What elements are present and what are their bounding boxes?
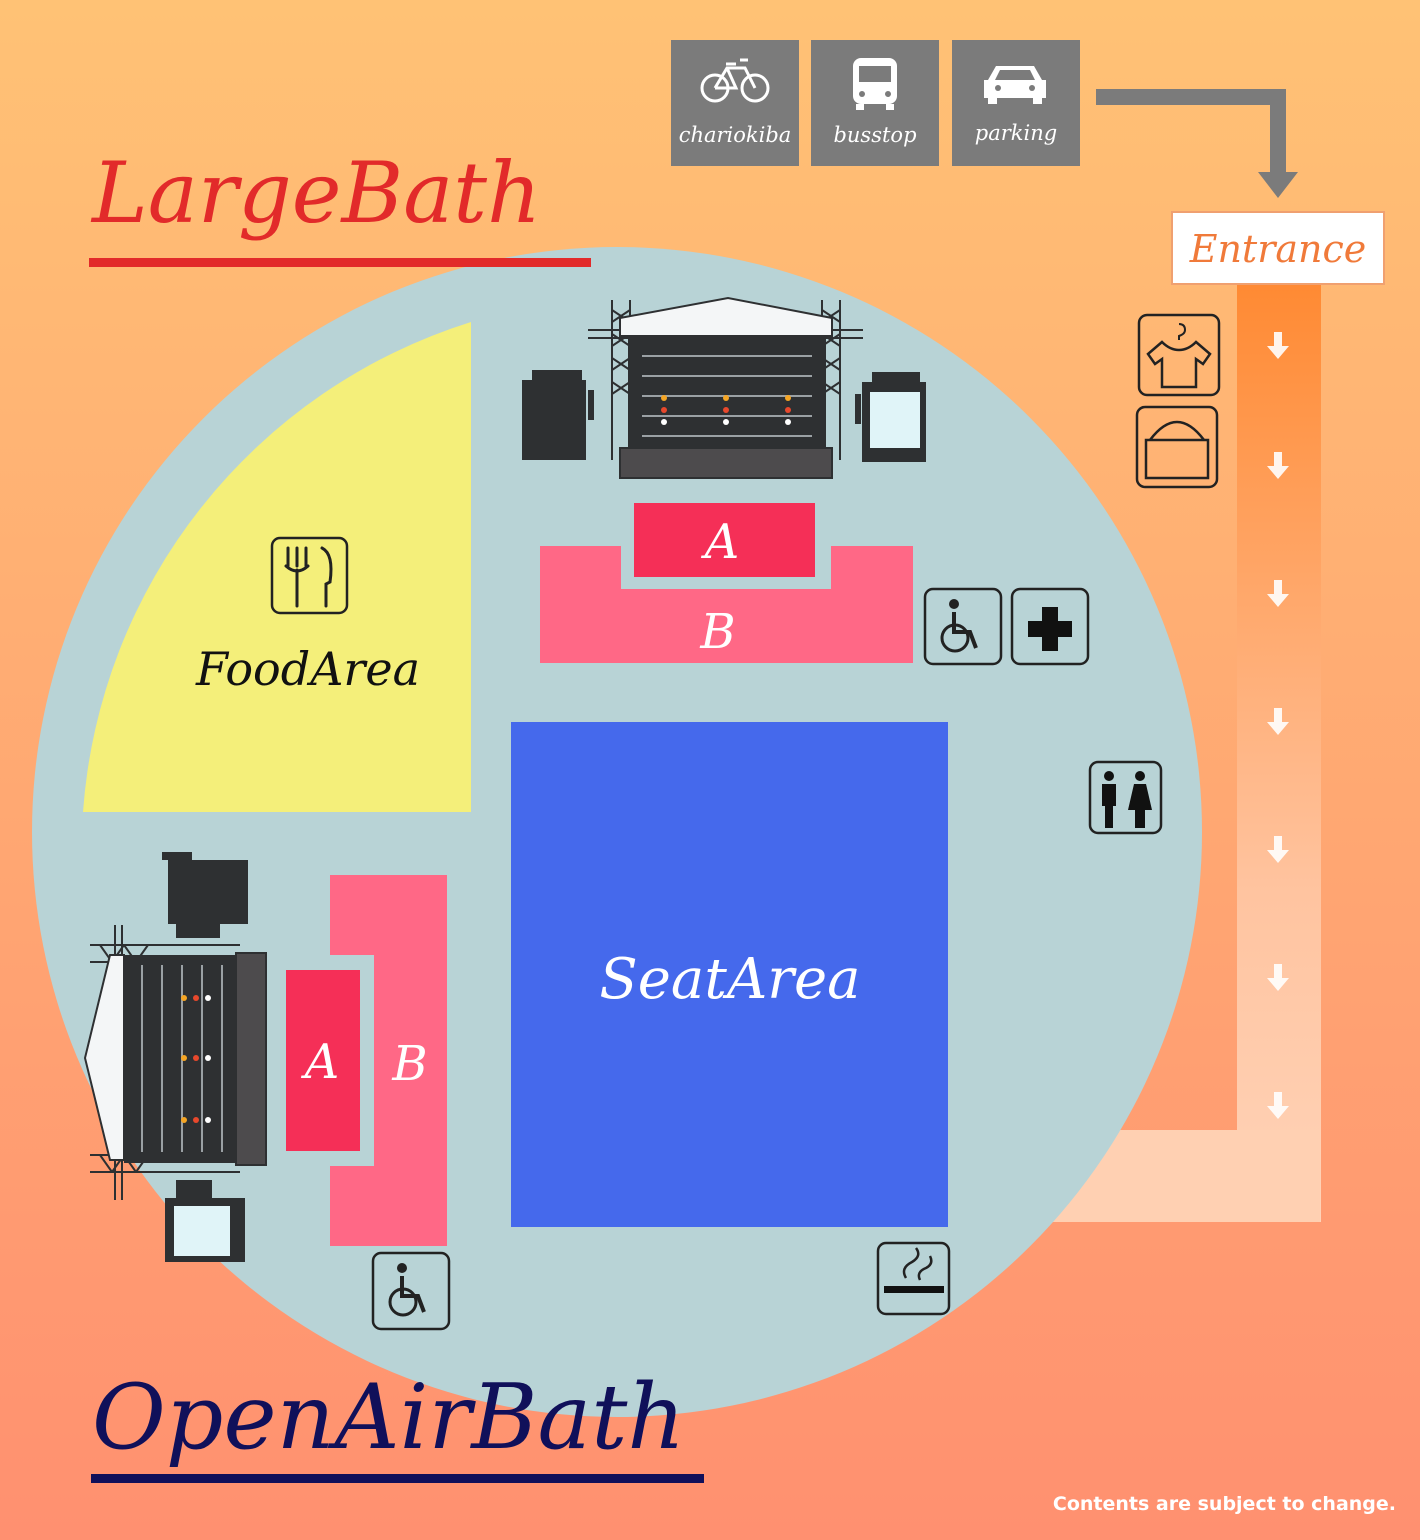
entrance-direction-arrow bbox=[1096, 89, 1298, 198]
transport-parking[interactable]: parking bbox=[952, 40, 1080, 166]
seat-area[interactable] bbox=[511, 722, 948, 1227]
large-bath-title: LargeBath bbox=[90, 144, 541, 242]
transport-bus[interactable]: busstop bbox=[811, 40, 939, 166]
car-icon bbox=[984, 66, 1046, 104]
cloakroom-icon bbox=[1137, 313, 1221, 397]
entrance-label: Entrance bbox=[1189, 227, 1367, 271]
restroom-icon bbox=[1088, 760, 1163, 835]
large-bath-stage bbox=[522, 296, 926, 479]
transport-bicycle-label: chariokiba bbox=[679, 123, 792, 147]
open-air-zone-a-label: A bbox=[301, 1034, 340, 1090]
wheelchair-icon-open-air bbox=[371, 1251, 451, 1331]
transport-bus-label: busstop bbox=[833, 123, 916, 147]
food-area[interactable] bbox=[83, 322, 471, 812]
open-air-bath-title: OpenAirBath bbox=[92, 1365, 685, 1470]
notice: Contents are subject to change. bbox=[1053, 1493, 1396, 1515]
open-air-zone-a[interactable] bbox=[286, 970, 360, 1151]
large-bath-zone-b[interactable] bbox=[540, 546, 913, 663]
large-bath-title-underline bbox=[89, 258, 591, 267]
first-aid-icon bbox=[1010, 587, 1090, 666]
open-air-stage bbox=[83, 852, 267, 1262]
smoking-area-icon bbox=[876, 1241, 951, 1316]
large-bath-zone-b-label: B bbox=[699, 604, 735, 660]
open-air-zone-b-label: B bbox=[391, 1036, 427, 1092]
transport-bicycle[interactable]: chariokiba bbox=[671, 40, 799, 166]
large-bath-zone-a-label: A bbox=[701, 514, 740, 570]
bus-icon bbox=[853, 58, 897, 110]
bicycle-icon bbox=[700, 58, 770, 103]
transport-parking-label: parking bbox=[975, 121, 1057, 145]
restaurant-icon bbox=[270, 536, 349, 615]
open-air-bath-title-underline bbox=[91, 1474, 704, 1483]
path-arrows bbox=[1267, 332, 1289, 1119]
locker-icon bbox=[1135, 405, 1219, 489]
wheelchair-icon bbox=[923, 587, 1003, 666]
large-bath-zone-a[interactable] bbox=[634, 503, 815, 577]
food-area-label: FoodArea bbox=[195, 642, 420, 696]
open-air-zone-b[interactable] bbox=[330, 875, 447, 1246]
entrance[interactable]: Entrance bbox=[1171, 211, 1385, 285]
seat-area-label: SeatArea bbox=[599, 947, 860, 1012]
